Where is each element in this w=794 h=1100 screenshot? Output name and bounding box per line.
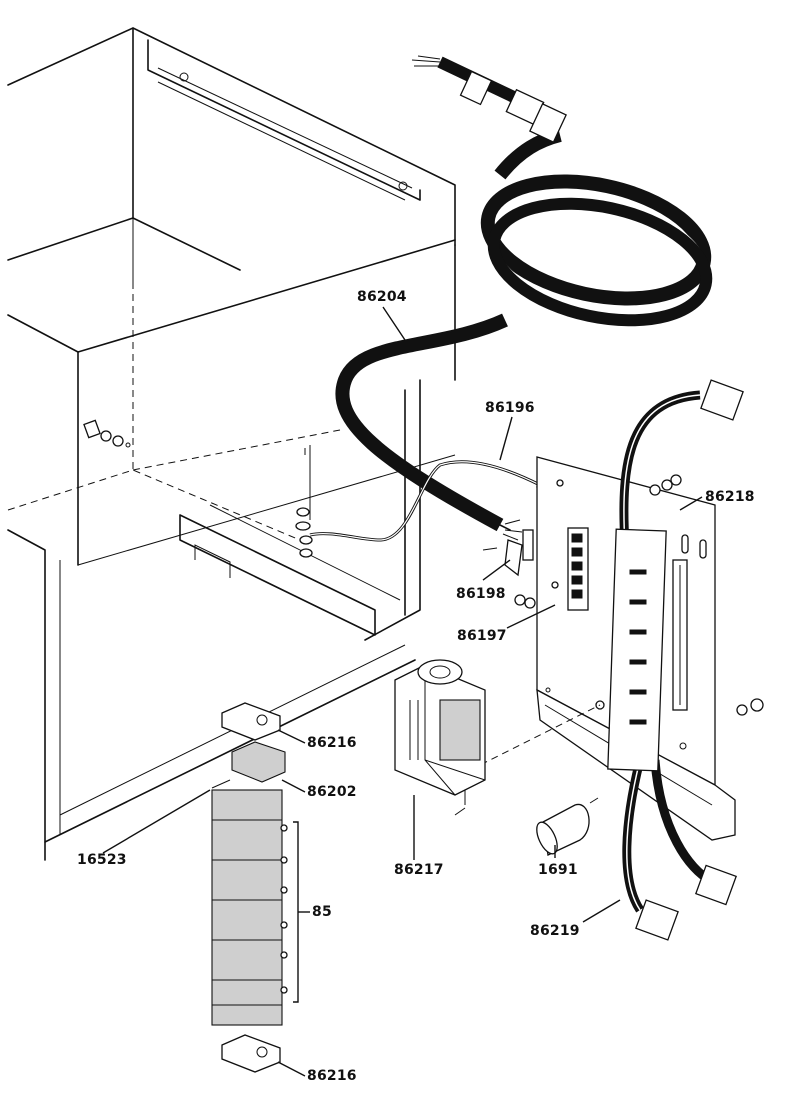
rotary-switch	[394, 659, 486, 816]
screw-16523	[211, 779, 231, 789]
callout-86197: 86197	[457, 628, 507, 644]
callout-85: 85	[312, 904, 332, 920]
callout-1691: 1691	[538, 862, 578, 878]
power-cord	[335, 55, 713, 541]
plate-hardware	[469, 474, 764, 771]
left-fastener	[83, 419, 131, 448]
cable-clamp	[482, 479, 564, 589]
terminal-strip	[567, 527, 589, 611]
callout-16523: 16523	[77, 852, 127, 868]
callout-86196: 86196	[485, 400, 535, 416]
callout-86218: 86218	[705, 489, 755, 505]
terminal-block-stack	[211, 789, 288, 1026]
cabinet	[7, 27, 456, 861]
callout-86216-top: 86216	[307, 735, 357, 751]
ground-wire	[309, 460, 554, 542]
callout-86202: 86202	[307, 784, 357, 800]
callout-86198: 86198	[456, 586, 506, 602]
ground-fasteners	[295, 507, 313, 558]
leader-lines	[102, 306, 703, 1077]
end-clamp-bottom	[221, 1034, 281, 1073]
wire-harness	[607, 379, 744, 941]
end-clamp-top	[221, 702, 281, 741]
capacitor	[536, 797, 599, 856]
callout-86216-bottom: 86216	[307, 1068, 357, 1084]
end-bracket	[231, 741, 286, 783]
cable-gland	[411, 55, 567, 143]
callout-86217: 86217	[394, 862, 444, 878]
callout-86219: 86219	[530, 923, 580, 939]
callout-86204: 86204	[357, 289, 407, 305]
